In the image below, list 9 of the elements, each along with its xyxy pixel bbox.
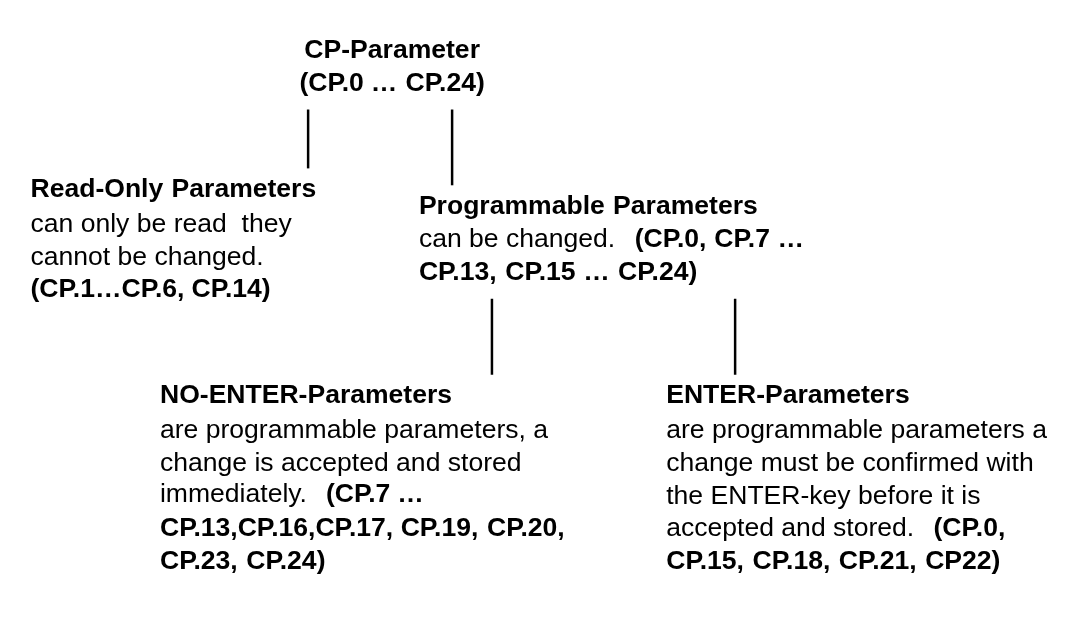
connector [306,109,310,169]
connector [733,298,737,375]
node-text: ENTER-Parameters are programmable parameters a change must be confirmed with the ENTER-key before it is accepted and stored. (CP.0, CP.15, CP.18, CP.21, CP22) [666,378,1047,575]
connector [450,109,454,186]
connector [490,298,494,375]
node-text: Programmable Parameters can be changed. (CP.0, CP.7 … CP.13, CP.15 … CP.24) [418,189,804,286]
node-text: CP-Parameter (CP.0 … CP.24) [299,33,485,97]
node-text: NO-ENTER-Parameters are programmable parameters, a change is accepted and stored immediately. (CP.7 … CP.13,CP.16,CP.17, CP.19, CP.20, CP.23, CP.24) [159,378,565,575]
node-text: Read-Only Parameters can only be read they cannot be changed. (CP.1…CP.6, CP.14) [30,172,317,303]
